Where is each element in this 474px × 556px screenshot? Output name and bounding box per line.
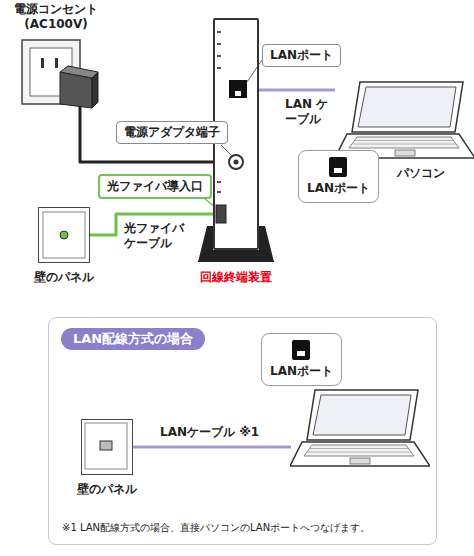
cable-line — [133, 446, 291, 449]
wall-panel-inner — [85, 423, 127, 469]
footnote: ※1 LAN配線方式の場合、直接パソコンのLANポートへつなげます。 — [62, 521, 370, 535]
callout-box: 光ファイバ導入口 — [98, 174, 212, 199]
cable-label: 光ファイバ ケーブル — [122, 221, 190, 251]
node-text: LANポート — [261, 333, 342, 386]
callout-box: 電源アダプタ端子 — [116, 121, 228, 144]
node-text: 壁のパネル — [77, 482, 137, 497]
node-text: LAN配線方式の場合 — [61, 328, 205, 350]
laptop-icon — [290, 390, 430, 466]
fiber-port — [216, 205, 226, 223]
power-terminal-pin — [234, 160, 239, 165]
onu-stand — [198, 226, 274, 262]
laptop: パソコンLANポート — [335, 80, 474, 160]
cable-label: LAN ケーブル — [283, 97, 339, 127]
node-text: 電源アダプタ端子 — [124, 125, 220, 140]
outlet-slot — [55, 58, 58, 68]
lan-wall-jack — [100, 441, 112, 450]
outlet-slot — [41, 58, 44, 68]
node-text: LANポート — [270, 48, 333, 63]
leader-line — [221, 145, 232, 156]
leader-line — [247, 60, 262, 82]
node-text: LANポート — [298, 150, 379, 203]
lan-jack — [229, 80, 247, 98]
laptop: LANポート — [291, 389, 431, 469]
onu-vents — [217, 32, 221, 192]
node-text: パソコン — [397, 166, 445, 181]
cable-line — [259, 89, 335, 92]
node-text: 電源コンセント (AC100V) — [8, 2, 104, 32]
wall-panel-inner — [43, 212, 85, 258]
power-terminal — [229, 155, 243, 169]
lan-jack-notch — [235, 91, 241, 96]
node-text: 回線終端装置 — [200, 270, 272, 285]
wall-panel: 壁のパネル — [38, 207, 90, 263]
wall-panel: 壁のパネル — [81, 419, 133, 475]
laptop-icon — [335, 82, 474, 158]
fiber-jack — [60, 231, 68, 239]
node-text: 壁のパネル — [34, 270, 94, 285]
adapter-cord — [79, 106, 82, 112]
callout-box: LANポート — [262, 44, 341, 67]
power-adapter-top — [60, 66, 98, 78]
power-adapter-side — [92, 72, 98, 108]
cable-label: LANケーブル ※1 — [158, 425, 261, 440]
node-text: 光ファイバ導入口 — [107, 179, 203, 194]
outlet: 電源コンセント (AC100V) — [8, 2, 104, 112]
